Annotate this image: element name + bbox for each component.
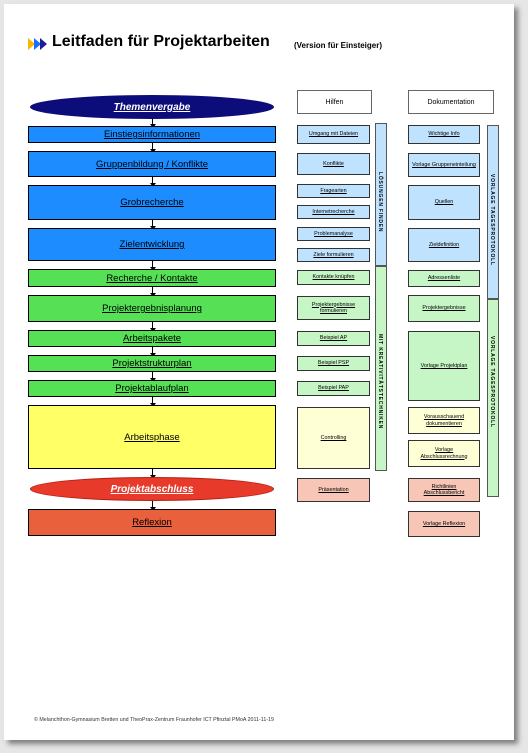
hilfe-beispiel-psp[interactable]: Beispiel PSP [297, 356, 370, 371]
flow-arrow [149, 177, 156, 187]
hilfe-praesentation[interactable]: Präsentation [297, 478, 370, 502]
vorlage-label-2: VORLAGE TAGESPROTOKOLL [489, 336, 495, 428]
doku-vorlage-reflexion[interactable]: Vorlage Reflexion [408, 511, 480, 537]
step-einstiegsinformationen[interactable]: Einstiegsinformationen [28, 126, 276, 143]
column-header-hilfen: Hilfen [297, 90, 372, 114]
step-grobrecherche[interactable]: Grobrecherche [28, 185, 276, 220]
step-recherche-kontakte[interactable]: Recherche / Kontakte [28, 269, 276, 287]
hilfe-internetrecherche[interactable]: Internetrecherche [297, 205, 370, 219]
vorlage-label-1: VORLAGE TAGESPROTOKOLL [489, 174, 495, 266]
doku-projektergebnisse[interactable]: Projektergebnisse [408, 295, 480, 322]
step-projektablaufplan[interactable]: Projektablaufplan [28, 380, 276, 397]
flow-arrow [149, 469, 156, 479]
step-projektstrukturplan[interactable]: Projektstrukturplan [28, 355, 276, 372]
doku-vorausschauend[interactable]: Vorausschauend dokumentieren [408, 407, 480, 434]
hilfe-projektergebnisse[interactable]: Projektergebnisse formulieren [297, 296, 370, 320]
page: Leitfaden für Projektarbeiten (Version f… [4, 4, 514, 740]
flow-arrow [149, 322, 156, 332]
chevron-icon [34, 38, 41, 50]
kreativ-bar [375, 266, 387, 471]
doku-vorlage-projektplan[interactable]: Vorlage Projektplan [408, 331, 480, 401]
hilfe-ziele-formulieren[interactable]: Ziele formulieren [297, 248, 370, 262]
step-themenvergabe[interactable]: Themenvergabe [30, 95, 274, 119]
hilfe-beispiel-ap[interactable]: Beispiel AP [297, 331, 370, 346]
hilfe-problemanalyse[interactable]: Problemanalyse [297, 227, 370, 241]
chevron-icon [28, 38, 35, 50]
column-header-dokumentation: Dokumentation [408, 90, 494, 114]
doku-zieldefinition[interactable]: Zieldefinition [408, 228, 480, 262]
hilfe-kontakte-knuepfen[interactable]: Kontakte knüpfen [297, 270, 370, 285]
vorlage-bar-1 [487, 125, 499, 299]
doku-richtlinien-abschlussbericht[interactable]: Richtlinien Abschlussbericht [408, 478, 480, 502]
loesungen-label: LÖSUNGEN FINDEN [377, 172, 383, 233]
footer: © Melanchthon-Gymnasium Bretten und Theo… [34, 717, 274, 723]
page-title: Leitfaden für Projektarbeiten [52, 33, 270, 50]
flow-arrow [149, 261, 156, 271]
vorlage-bar-2 [487, 299, 499, 497]
step-zielentwicklung[interactable]: Zielentwicklung [28, 228, 276, 261]
hilfe-konflikte[interactable]: Konflikte [297, 153, 370, 175]
flow-arrow [149, 397, 156, 407]
doku-wichtige-info[interactable]: Wichtige Info [408, 125, 480, 144]
flow-arrow [149, 143, 156, 153]
flow-arrow [149, 372, 156, 382]
flow-arrow [149, 119, 156, 128]
flow-arrow [149, 501, 156, 511]
doku-adressenliste[interactable]: Adressenliste [408, 270, 480, 287]
step-arbeitspakete[interactable]: Arbeitspakete [28, 330, 276, 347]
doku-vorlage-abschlussrechnung[interactable]: Vorlage Abschlussrechnung [408, 440, 480, 467]
step-projektabschluss[interactable]: Projektabschluss [30, 477, 274, 501]
hilfe-beispiel-pap[interactable]: Beispiel PAP [297, 381, 370, 396]
flow-arrow [149, 287, 156, 297]
hilfe-umgang-mit-dateien[interactable]: Umgang mit Dateien [297, 125, 370, 144]
step-projektergebnisplanung[interactable]: Projektergebnisplanung [28, 295, 276, 322]
step-reflexion[interactable]: Reflexion [28, 509, 276, 536]
step-gruppenbildung[interactable]: Gruppenbildung / Konflikte [28, 151, 276, 177]
flow-arrow [149, 220, 156, 230]
doku-quellen[interactable]: Quellen [408, 185, 480, 220]
step-arbeitsphase[interactable]: Arbeitsphase [28, 405, 276, 469]
chevron-icon [40, 38, 47, 50]
page-subtitle: (Version für Einsteiger) [294, 41, 383, 50]
doku-vorlage-gruppeneinteilung[interactable]: Vorlage Gruppeneinteilung [408, 153, 480, 177]
flow-arrow [149, 347, 156, 357]
loesungen-bar [375, 123, 387, 266]
kreativ-label: MIT KREATIVITÄTSTECHNIKEN [377, 334, 383, 430]
hilfe-fragearten[interactable]: Fragearten [297, 184, 370, 198]
hilfe-controlling[interactable]: Controlling [297, 407, 370, 469]
